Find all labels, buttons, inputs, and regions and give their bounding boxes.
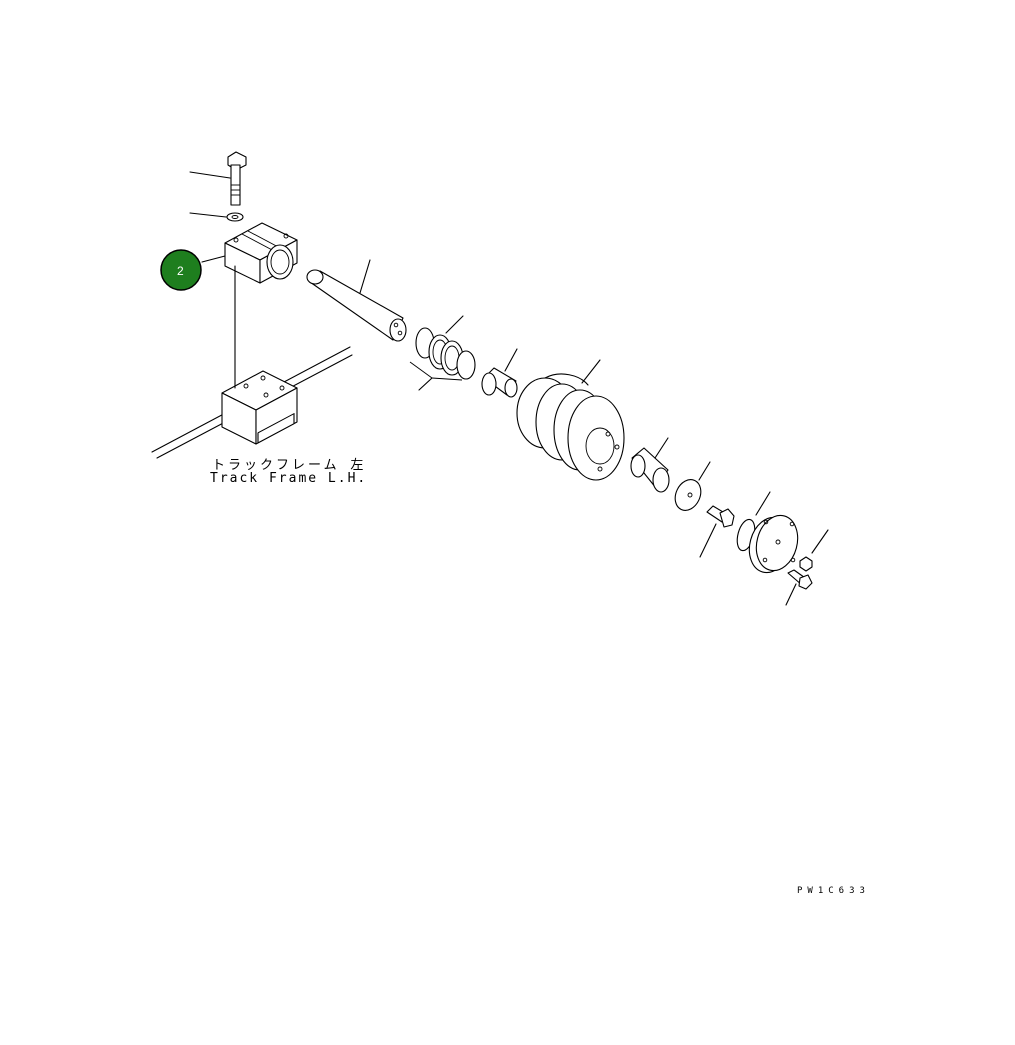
bushing [481, 348, 518, 398]
end-cover [748, 514, 799, 574]
washer [189, 212, 244, 222]
track-frame [151, 346, 353, 459]
roller-shaft [306, 259, 407, 342]
track-frame-label-jp: トラックフレーム 左 [212, 458, 367, 473]
callout-number: 2 [177, 264, 184, 278]
track-frame-label-en: Track Frame L.H. [210, 471, 368, 486]
callout-bubble: 2 [160, 249, 202, 291]
roller-bracket [201, 222, 298, 389]
floating-seal [409, 315, 476, 391]
cover-bolt [799, 529, 829, 572]
drawing-code: PW1C633 [797, 886, 870, 896]
plug [699, 505, 735, 558]
bushing-right [630, 437, 670, 493]
thrust-plate [674, 461, 711, 511]
carrier-roller [516, 359, 625, 481]
mounting-bolt [189, 151, 247, 206]
cover-bolt-lower [785, 569, 813, 606]
